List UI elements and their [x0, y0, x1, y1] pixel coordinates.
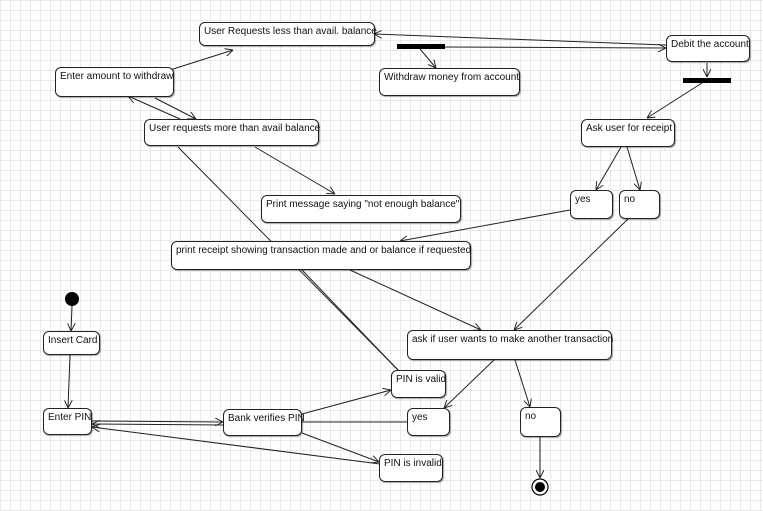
node-user-requests-less[interactable]: User Requests less than avail. balance — [199, 22, 377, 46]
initial-node — [65, 292, 79, 306]
node-print-not-enough[interactable]: Print message saying "not enough balance… — [261, 195, 461, 223]
edge-askreceipt-no — [626, 146, 640, 190]
fork-bar-right — [683, 78, 731, 83]
node-another-yes[interactable]: yes — [407, 408, 450, 436]
edge-more-enteramount — [128, 96, 181, 120]
edge-fork-debit — [444, 47, 666, 48]
edge-debit-less — [374, 34, 667, 46]
fork-bar-top — [397, 44, 445, 49]
edge-start-insertcard — [71, 305, 72, 331]
edge-enteramount-more — [154, 97, 196, 119]
node-receipt-yes[interactable]: yes — [570, 190, 613, 219]
node-another-no[interactable]: no — [520, 407, 561, 437]
node-ask-another[interactable]: ask if user wants to make another transa… — [407, 330, 613, 360]
edge-printreceipt-another — [349, 269, 481, 330]
edge-forkright-askreceipt — [647, 82, 703, 118]
node-debit-account[interactable]: Debit the account — [666, 35, 750, 62]
edge-yes-printreceipt — [400, 209, 571, 241]
final-node-dot — [535, 482, 545, 492]
node-withdraw-money[interactable]: Withdraw money from account — [379, 68, 520, 96]
node-print-receipt[interactable]: print receipt showing transaction made a… — [171, 241, 471, 270]
edge-enterpin-bank — [91, 421, 223, 422]
node-pin-invalid[interactable]: PIN is invalid — [379, 454, 443, 482]
node-bank-verifies[interactable]: Bank verifies PIN — [223, 409, 305, 436]
node-pin-valid[interactable]: PIN is valid — [391, 370, 446, 398]
edge-pininvalid-enterpin — [92, 427, 381, 465]
node-ask-receipt[interactable]: Ask user for receipt — [581, 119, 675, 147]
edge-insertcard-enterpin — [68, 354, 70, 408]
edge-bank-pinvalid — [301, 390, 391, 415]
edge-askreceipt-yes — [596, 146, 622, 190]
node-insert-card[interactable]: Insert Card — [43, 331, 100, 355]
node-receipt-no[interactable]: no — [619, 190, 660, 219]
edge-another-no — [514, 359, 530, 407]
node-enter-amount[interactable]: Enter amount to withdraw — [55, 67, 174, 97]
edge-bank-enterpin — [92, 424, 224, 425]
edge-enteramount-less — [169, 50, 233, 71]
edge-printreceipt-pinvalid — [301, 269, 399, 371]
edge-fork-withdraw — [419, 48, 436, 68]
edge-bank-pininvalid — [301, 432, 379, 462]
node-enter-pin[interactable]: Enter PIN — [43, 408, 92, 435]
edge-no-another — [514, 218, 629, 330]
edge-another-yes — [444, 359, 495, 408]
node-user-requests-more[interactable]: User requests more than avail balance — [144, 119, 320, 146]
edge-more-printmsg — [254, 146, 335, 194]
